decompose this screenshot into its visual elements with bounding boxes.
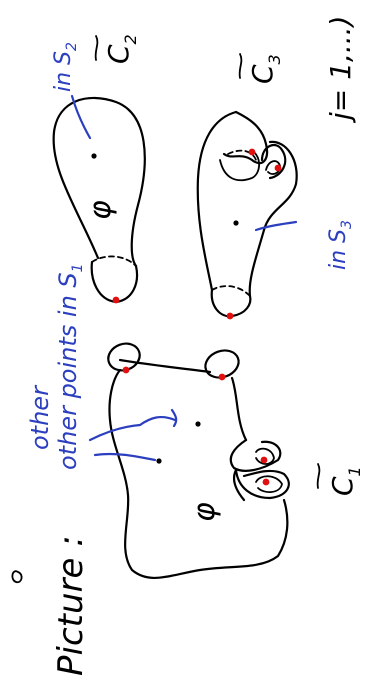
label-c2-sub: 2 <box>121 34 140 44</box>
label-in-s3: in S3 <box>326 220 355 270</box>
phi-s1: φ <box>187 502 222 522</box>
s1-point-1 <box>195 421 200 426</box>
label-in-s2-text: in S2 <box>51 42 80 92</box>
corner-text-label: j= 1,...) <box>324 16 357 124</box>
surface-s3-cap <box>212 290 251 316</box>
label-c3-text: C3 <box>246 54 284 84</box>
label-c2-main: C <box>102 44 135 64</box>
s1-point-2 <box>156 458 161 463</box>
label-other-points-sub: 1 <box>70 263 86 272</box>
label-other-points: other <box>26 384 54 450</box>
s2-marked-point <box>113 297 120 304</box>
label-in-s2-main: in S <box>51 51 76 92</box>
corner-text: j= 1,...) <box>324 16 357 124</box>
label-c2-text: C2 <box>102 34 140 64</box>
phi-s2: φ <box>83 200 118 220</box>
s1-marked-point-2 <box>219 374 226 381</box>
label-picture: Picture : <box>51 535 91 676</box>
label-other-points-text: other points in S1 <box>54 263 86 470</box>
label-c1: C1 <box>326 466 364 496</box>
label-picture-text: Picture : <box>51 535 91 676</box>
label-c3-sub: 3 <box>265 54 284 64</box>
label-c1-text: C1 <box>326 466 364 496</box>
arrow-other-points <box>90 410 176 460</box>
surface-s2-outline <box>54 98 145 266</box>
s3-point <box>233 220 238 225</box>
label-in-s2-sub: 2 <box>64 42 80 51</box>
surface-s2-cap <box>92 262 137 302</box>
label-in-s2: in S2 <box>51 42 80 92</box>
s2-point <box>91 153 96 158</box>
tilde-c3 <box>240 54 242 78</box>
s1-finger-2 <box>236 470 289 498</box>
label-in-s3-sub: 3 <box>339 220 355 229</box>
s1-marked-point-3 <box>261 457 268 464</box>
s3-lobe-top <box>224 112 267 163</box>
surface-s1 <box>105 339 289 578</box>
surface-s3-outline <box>198 112 297 296</box>
s1-marked-point-1 <box>123 367 130 374</box>
s1-finger-ring-2 <box>256 476 282 492</box>
stray-mark <box>12 571 21 582</box>
s3-marked-point-3 <box>227 313 234 320</box>
label-in-s3-main: in S <box>326 229 351 270</box>
label-c1-sub: 1 <box>345 466 364 476</box>
tilde-c1 <box>318 464 320 488</box>
surface-s3-cap-dashed <box>212 286 250 296</box>
tilde-c2 <box>96 36 98 60</box>
label-other-points-main: other points in S <box>54 272 82 470</box>
phi-s1-label: φ <box>187 502 222 522</box>
label-c1-main: C <box>326 476 359 496</box>
s3-marked-point-1 <box>249 149 256 156</box>
phi-s2-label: φ <box>83 200 118 220</box>
s1-marked-point-4 <box>263 479 270 486</box>
label-other-points-2: other points in S1 <box>54 263 86 470</box>
label-other-points-line1: other <box>26 384 54 450</box>
arrow-in-s3 <box>256 222 296 230</box>
label-c2: C2 <box>102 34 140 64</box>
label-in-s3-text: in S3 <box>326 220 355 270</box>
s3-marked-point-2 <box>275 165 282 172</box>
label-c3: C3 <box>246 54 284 84</box>
label-c3-main: C <box>246 64 279 84</box>
arrow-in-s2 <box>72 96 90 138</box>
surface-s3 <box>198 112 297 319</box>
